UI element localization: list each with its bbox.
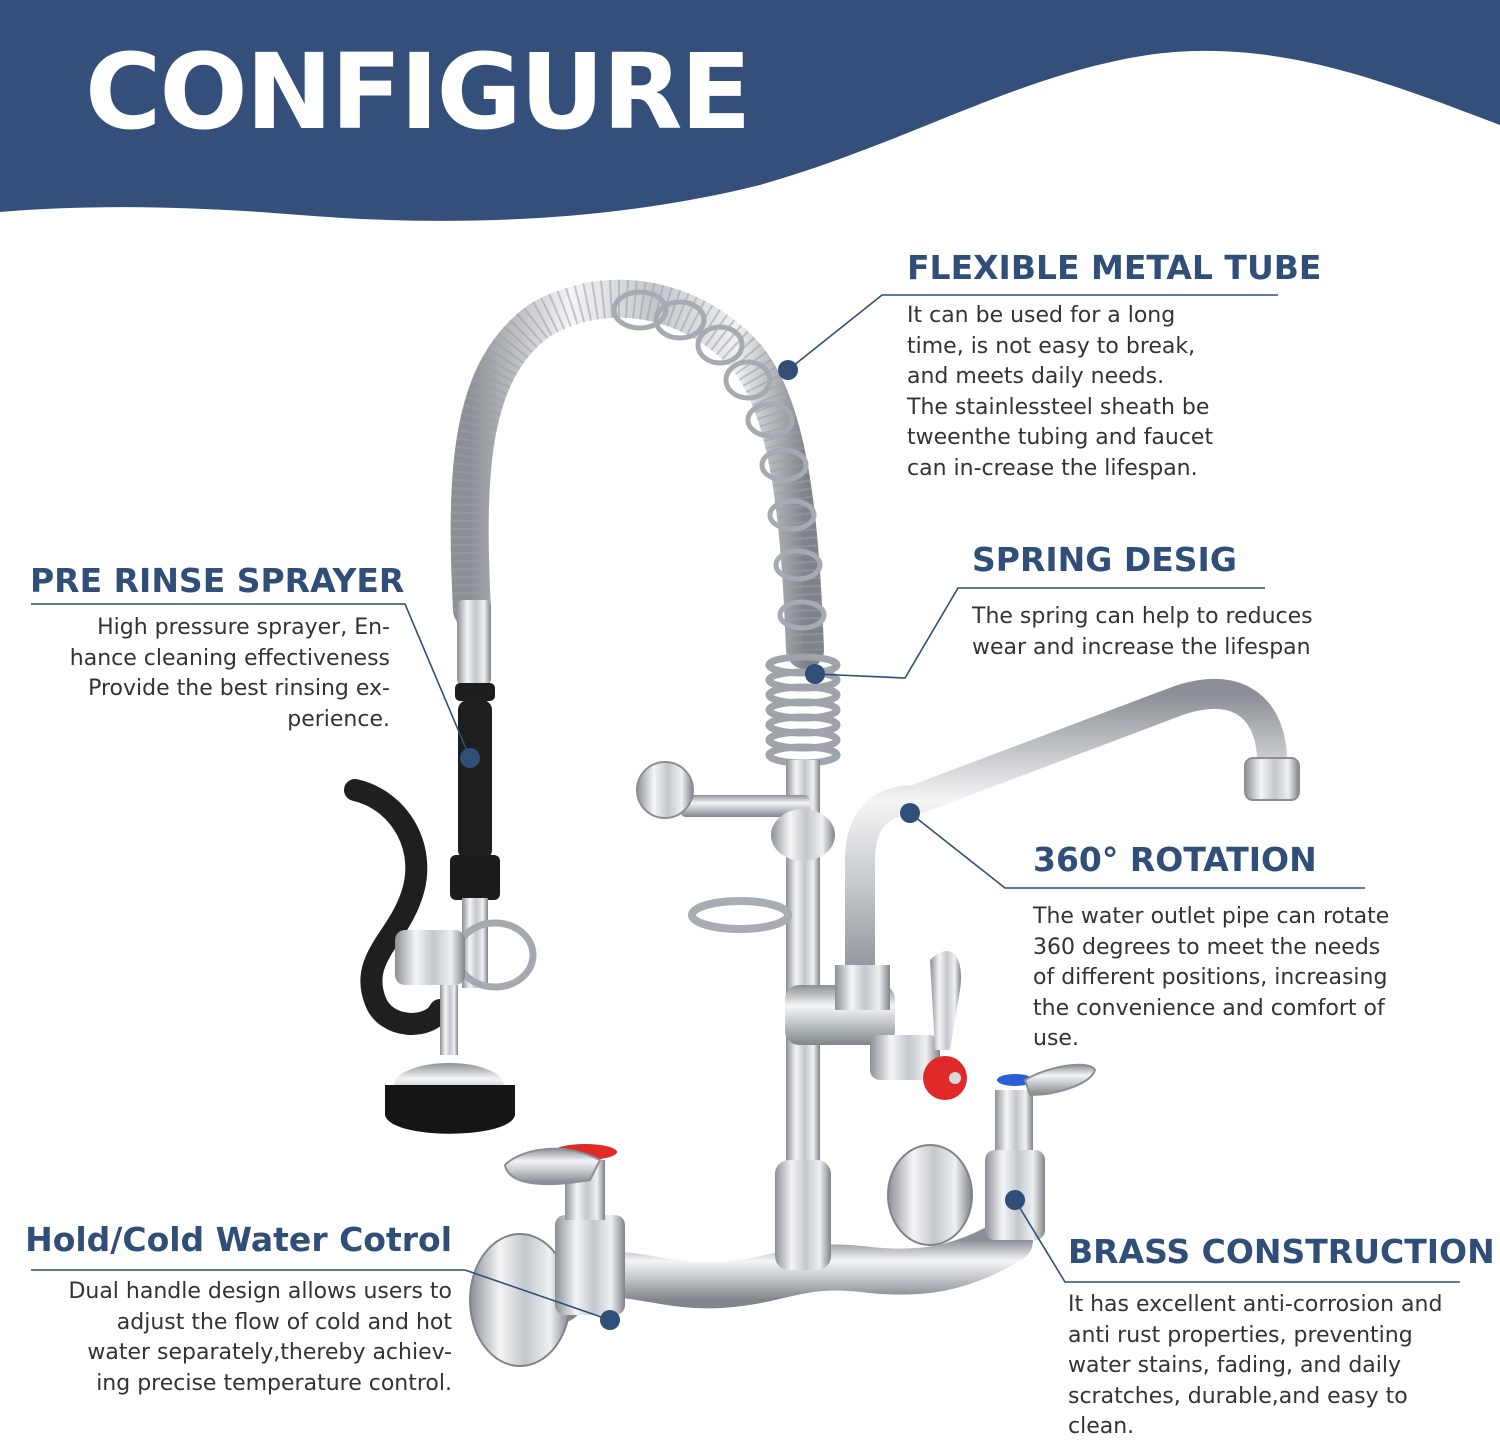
spring-coil-tight bbox=[765, 653, 841, 767]
rotation-title: 360° ROTATION bbox=[1033, 840, 1317, 879]
brass-title: BRASS CONSTRUCTION bbox=[1068, 1232, 1495, 1271]
flexible-tube-text: It can be used for a long time, is not e… bbox=[907, 303, 1214, 481]
callout-flexible-metal-tube: FLEXIBLE METAL TUBE It can be used for a… bbox=[907, 248, 1321, 484]
spring-text: The spring can help to reduces wear and … bbox=[972, 604, 1313, 660]
pre-rinse-title: PRE RINSE SPRAYER bbox=[30, 561, 405, 600]
page-title: CONFIGURE bbox=[85, 31, 751, 153]
rotation-text: The water outlet pipe can rotate 360 deg… bbox=[1033, 904, 1390, 1051]
flexible-tube-title: FLEXIBLE METAL TUBE bbox=[907, 248, 1322, 287]
callout-360-rotation: 360° ROTATION The water outlet pipe can … bbox=[1033, 840, 1389, 1055]
spring-coil-loose bbox=[611, 289, 827, 631]
swivel-spout bbox=[845, 678, 1288, 1015]
callout-pre-rinse-sprayer: PRE RINSE SPRAYER High pressure sprayer,… bbox=[30, 561, 405, 735]
spring-title: SPRING DESIG bbox=[972, 540, 1237, 579]
callout-water-control: Hold/Cold Water Cotrol Dual handle desig… bbox=[20, 1220, 452, 1399]
water-control-title: Hold/Cold Water Cotrol bbox=[25, 1220, 452, 1259]
callout-brass-construction: BRASS CONSTRUCTION It has excellent anti… bbox=[1068, 1232, 1495, 1443]
leader-dots bbox=[460, 360, 1025, 1330]
water-control-text: Dual handle design allows users to adjus… bbox=[68, 1279, 452, 1396]
brass-text: It has excellent anti-corrosion and anti… bbox=[1068, 1292, 1443, 1439]
header-banner bbox=[0, 0, 1500, 221]
pre-rinse-text: High pressure sprayer, En- hance cleanin… bbox=[69, 615, 390, 732]
leader-lines bbox=[31, 294, 1460, 1321]
callout-spring-design: SPRING DESIG The spring can help to redu… bbox=[972, 540, 1313, 663]
